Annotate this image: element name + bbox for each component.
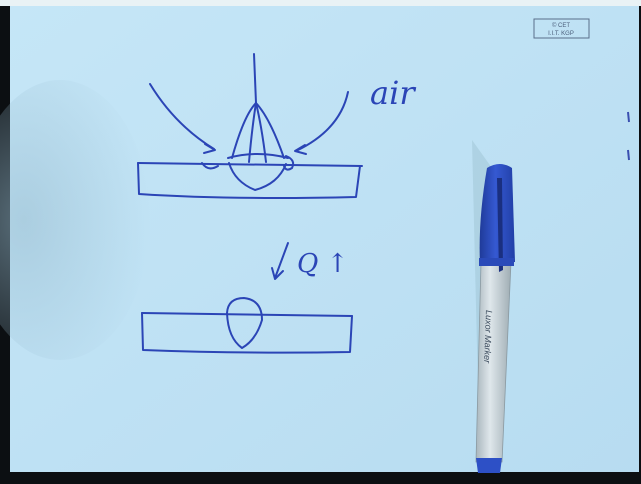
- heat-arrow-shaft: [274, 242, 289, 279]
- welding-sketch-top: [137, 53, 363, 199]
- air-arrow-right-shaft: [295, 91, 349, 152]
- arc-cone-inner-left: [248, 102, 257, 163]
- weld-bead: [226, 297, 263, 349]
- plate2-body: [141, 312, 353, 354]
- marker-pen: Luxor Marker: [472, 140, 515, 473]
- pen-clip: [497, 178, 503, 272]
- top-edge: [0, 0, 641, 6]
- stamp-line2: I.I.T. KGP: [548, 31, 574, 37]
- margin-mark: [627, 149, 630, 161]
- side-loop-right: [283, 155, 295, 171]
- margin-mark: [627, 111, 630, 123]
- welding-sketch-bottom: [141, 242, 353, 354]
- air-label: air: [370, 74, 416, 112]
- pen-cap-rim: [479, 258, 514, 266]
- pen-cap: [479, 164, 515, 264]
- plate2-top: [141, 312, 353, 317]
- heat-arrow-head: [271, 267, 284, 280]
- electrode-wire: [253, 53, 257, 104]
- hand-shadow: [0, 80, 150, 360]
- pen-end-cap: [476, 458, 502, 473]
- arc-base: [227, 153, 289, 159]
- pen-brand-text: Luxor Marker: [482, 310, 494, 364]
- air-arrow-left-head: [203, 143, 216, 154]
- plate-body: [137, 162, 361, 199]
- plate-top: [137, 162, 363, 167]
- heat-label: Q ↑: [297, 249, 348, 279]
- side-loop-left: [201, 162, 219, 170]
- arc-cone-right: [255, 102, 285, 159]
- arc-cone-left: [231, 102, 257, 159]
- stamp-line1: © CET: [552, 22, 570, 29]
- weld-pool: [228, 162, 287, 191]
- cet-stamp: © CET I.I.T. KGP: [533, 18, 590, 39]
- bottom-edge: [10, 472, 641, 484]
- air-arrow-right-head: [294, 144, 307, 155]
- arc-cone-inner-right: [255, 102, 267, 163]
